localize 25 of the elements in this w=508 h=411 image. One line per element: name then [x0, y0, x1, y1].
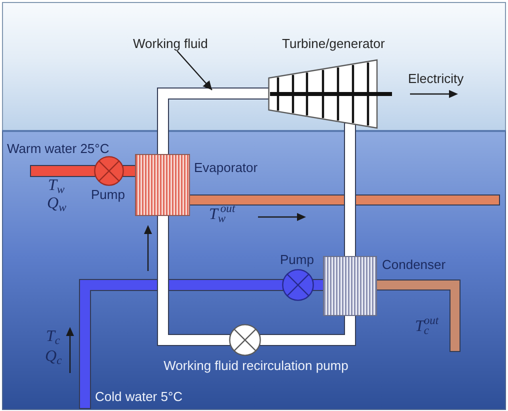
callout-label: Working fluid — [133, 36, 208, 51]
component-label: Pump — [91, 187, 125, 202]
component-label: Turbine/generator — [282, 36, 385, 51]
pipe — [345, 124, 355, 256]
pipe — [377, 280, 460, 351]
pipe — [190, 196, 499, 204]
component-label: Pump — [280, 252, 314, 267]
variable-label: Q$_{c}$ — [45, 348, 62, 366]
pipe — [313, 280, 323, 290]
pipe — [31, 166, 95, 176]
component-label: Condenser — [382, 257, 446, 272]
pipe — [158, 216, 230, 345]
output-label: Electricity — [408, 71, 464, 86]
leader-line — [176, 50, 212, 90]
variable-label: T$_{w}$ — [48, 177, 65, 195]
pipe — [123, 166, 135, 176]
pipe — [80, 280, 283, 408]
component-label: Working fluid recirculation pump — [162, 358, 350, 373]
inlet-label: Warm water 25°C — [7, 141, 110, 156]
variable-label: Q$_{w}$ — [47, 195, 66, 213]
inlet-label: Cold water 5°C — [95, 389, 183, 404]
pipe — [158, 88, 269, 154]
pipe — [260, 316, 355, 345]
component-label: Evaporator — [194, 160, 258, 175]
variable-label: T$_{c}$ — [46, 328, 60, 346]
